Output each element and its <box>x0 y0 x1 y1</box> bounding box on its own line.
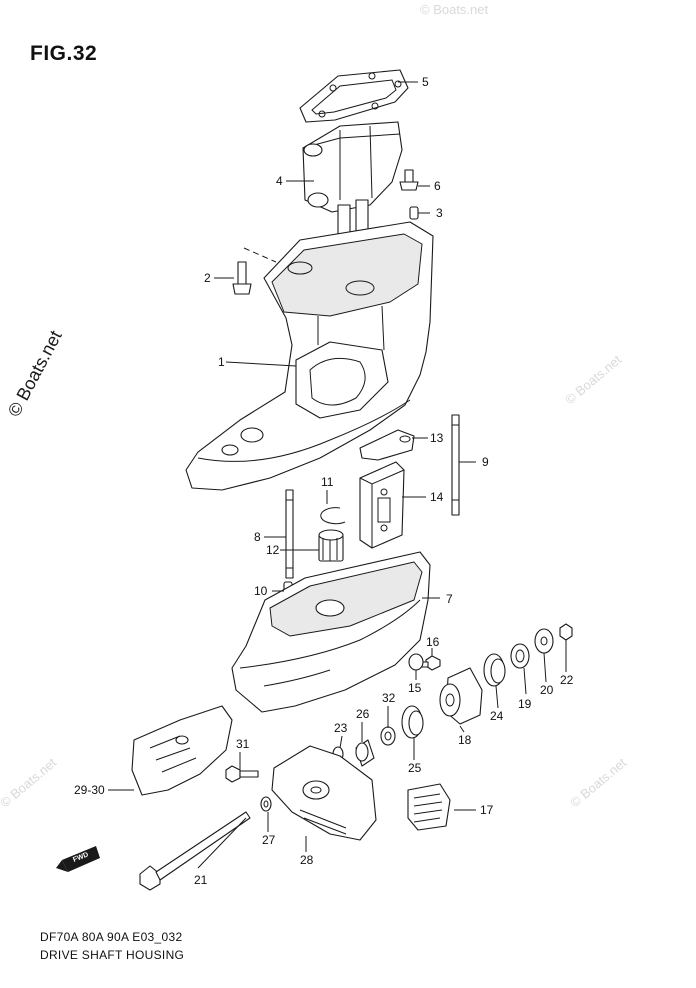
part-1-drive-shaft-housing <box>185 221 434 491</box>
watermark-faint: © Boats.net <box>420 2 489 17</box>
part-28-mount-bracket <box>271 745 377 841</box>
part-19-washer <box>510 643 530 669</box>
callout-18: 18 <box>458 733 472 747</box>
callout-12: 12 <box>266 543 280 557</box>
callout-10: 10 <box>254 584 268 598</box>
watermark-faint: © Boats.net <box>567 755 629 811</box>
part-27-washer <box>260 796 272 812</box>
part-29-30-lower-cover <box>131 705 233 796</box>
part-3-dowel-pin <box>409 206 419 220</box>
callout-29-30: 29-30 <box>74 783 105 797</box>
callout-23: 23 <box>334 721 348 735</box>
part-17-mount-cover <box>407 783 451 831</box>
callout-17: 17 <box>480 803 494 817</box>
part-11-circlip <box>320 507 346 525</box>
figure-title: FIG.32 <box>30 42 98 65</box>
callout-19: 19 <box>518 697 532 711</box>
callout-16: 16 <box>426 635 440 649</box>
part-13-gasket <box>359 429 415 461</box>
part-8-stud <box>285 489 294 579</box>
callout-20: 20 <box>540 683 554 697</box>
fwd-direction-marker: FWD <box>56 846 100 872</box>
part-5-gasket <box>299 69 409 123</box>
part-20-washer <box>534 628 554 654</box>
part-15-grommet <box>408 653 424 671</box>
diagram-caption: DRIVE SHAFT HOUSING <box>40 948 185 962</box>
callout-27: 27 <box>262 833 276 847</box>
callout-labels: 1 2 3 4 5 6 7 8 9 10 11 12 13 14 15 16 1… <box>74 75 574 887</box>
model-code: DF70A 80A 90A E03_032 <box>40 930 183 944</box>
part-12-bushing <box>318 529 344 562</box>
callout-4: 4 <box>276 174 283 188</box>
part-22-nut <box>559 623 573 641</box>
watermark-faint: © Boats.net <box>562 352 624 408</box>
callout-26: 26 <box>356 707 370 721</box>
callout-31: 31 <box>236 737 250 751</box>
part-31-bolt <box>225 765 259 783</box>
part-32-washer <box>380 726 396 746</box>
watermark-main: © Boats.net <box>4 327 66 420</box>
callout-1: 1 <box>218 355 225 369</box>
callout-7: 7 <box>446 592 453 606</box>
leader-lines <box>108 81 567 869</box>
callout-28: 28 <box>300 853 314 867</box>
callout-14: 14 <box>430 490 444 504</box>
callout-32: 32 <box>382 691 396 705</box>
part-2-bolt <box>232 247 277 295</box>
part-26-spacer <box>355 739 375 767</box>
part-25-mount-ring <box>401 705 424 739</box>
callout-21: 21 <box>194 873 208 887</box>
part-18-mount-rubber <box>439 667 483 725</box>
part-7-lower-housing <box>231 551 431 713</box>
part-9-stud <box>451 414 460 516</box>
watermark-faint: © Boats.net <box>0 755 59 811</box>
callout-2: 2 <box>204 271 211 285</box>
part-6-bolt <box>399 169 419 191</box>
callout-13: 13 <box>430 431 444 445</box>
callout-11: 11 <box>321 475 334 489</box>
callout-22: 22 <box>560 673 574 687</box>
part-24-mount-ring <box>483 653 506 687</box>
callout-5: 5 <box>422 75 429 89</box>
callout-6: 6 <box>434 179 441 193</box>
callout-15: 15 <box>408 681 422 695</box>
callout-9: 9 <box>482 455 489 469</box>
callout-8: 8 <box>254 530 261 544</box>
part-14-pipe-housing <box>359 461 405 549</box>
callout-3: 3 <box>436 206 443 220</box>
callout-25: 25 <box>408 761 422 775</box>
part-21-long-bolt <box>139 811 251 891</box>
callout-24: 24 <box>490 709 504 723</box>
